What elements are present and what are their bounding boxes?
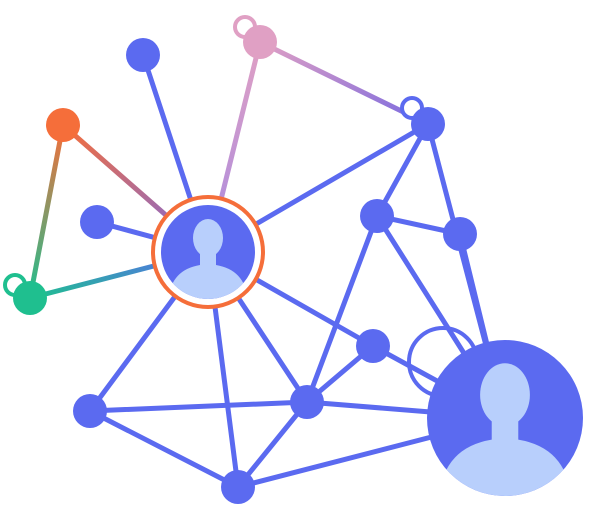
node-n-bottom-left[interactable]: [73, 394, 107, 428]
node-n-center-right[interactable]: [356, 329, 390, 363]
edge-n-bottom-left-n-bottom: [87, 408, 241, 490]
edge-n-bottom-n-center-low: [235, 399, 310, 490]
node-n-bottom[interactable]: [221, 470, 255, 504]
edge-n-pink-n-top-right: [257, 39, 431, 127]
node-n-center-low[interactable]: [290, 385, 324, 419]
user-icon: [438, 363, 572, 496]
node-n-left[interactable]: [80, 205, 114, 239]
user-icon: [168, 219, 248, 299]
node-n-top-right[interactable]: [411, 107, 445, 141]
edge-n-orange-n-green: [27, 122, 66, 301]
edge-n-bottom-left-n-center-low: [87, 399, 310, 414]
nodes: [3, 15, 583, 504]
edge-n-top-right-n-mid-right: [374, 121, 431, 219]
node-n-green[interactable]: [13, 281, 47, 315]
user-avatar[interactable]: [427, 340, 583, 501]
edge-n-mid-right-n-center-low: [304, 213, 380, 405]
hub-user-avatar[interactable]: [151, 195, 265, 309]
node-n-pink[interactable]: [243, 25, 277, 59]
node-n-far-right[interactable]: [443, 217, 477, 251]
node-n-orange[interactable]: [46, 108, 80, 142]
node-n-top-left[interactable]: [126, 38, 160, 72]
node-n-mid-right[interactable]: [360, 199, 394, 233]
